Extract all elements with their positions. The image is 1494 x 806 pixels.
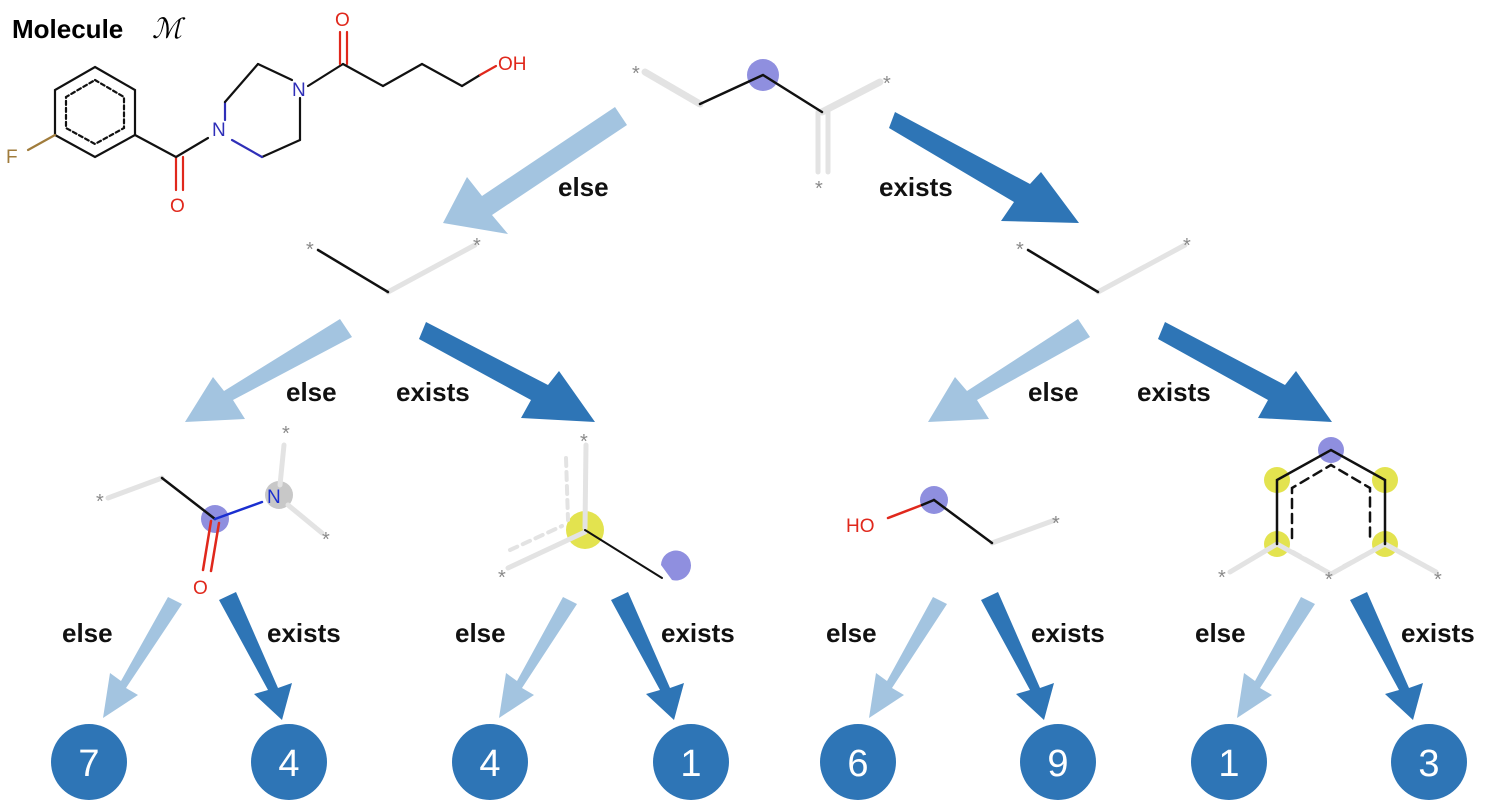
wildcard-star: * bbox=[815, 178, 823, 200]
else-arrow bbox=[499, 597, 577, 718]
else-arrow bbox=[185, 319, 352, 422]
leaf-node: 4 bbox=[452, 724, 528, 800]
leaf-node: 3 bbox=[1391, 724, 1467, 800]
edge-label-exists: exists bbox=[1031, 618, 1105, 648]
edge-label-else: else bbox=[1195, 618, 1246, 648]
exists-arrow bbox=[219, 592, 292, 720]
leaf-node: 7 bbox=[51, 724, 127, 800]
title-symbol: ℳ bbox=[152, 12, 186, 45]
atom-oxygen: O bbox=[193, 578, 208, 599]
fragment-branched bbox=[505, 442, 691, 581]
title-label: Molecule bbox=[12, 14, 123, 44]
leaf-value: 3 bbox=[1418, 743, 1439, 785]
fragment-amide bbox=[105, 442, 325, 573]
edge-label-exists: exists bbox=[396, 377, 470, 407]
wildcard-star: * bbox=[473, 235, 481, 257]
leaf-node: 1 bbox=[653, 724, 729, 800]
exists-arrow bbox=[889, 112, 1079, 223]
fragment-level2-right bbox=[1026, 242, 1188, 295]
leaf-value: 6 bbox=[847, 743, 868, 785]
else-arrow bbox=[443, 107, 627, 234]
leaf-node: 4 bbox=[251, 724, 327, 800]
wildcard-star: * bbox=[1325, 569, 1333, 591]
wildcard-star: * bbox=[1434, 569, 1442, 591]
wildcard-star: * bbox=[632, 63, 640, 85]
atom-hydroxyl: HO bbox=[846, 516, 875, 537]
edge-label-exists: exists bbox=[661, 618, 735, 648]
else-arrow bbox=[869, 597, 947, 718]
leaf-node: 1 bbox=[1191, 724, 1267, 800]
atom-nitrogen: N bbox=[267, 487, 281, 508]
exists-arrow bbox=[419, 322, 595, 422]
wildcard-star: * bbox=[498, 567, 506, 589]
else-arrow bbox=[103, 597, 182, 718]
atom-oxygen-carbonyl-left: O bbox=[170, 196, 185, 217]
leaf-value: 1 bbox=[1218, 743, 1239, 785]
exists-arrow bbox=[1350, 592, 1423, 720]
edge-label-else: else bbox=[286, 377, 337, 407]
leaf-node: 9 bbox=[1020, 724, 1096, 800]
wildcard-star: * bbox=[96, 491, 104, 513]
edge-label-exists: exists bbox=[267, 618, 341, 648]
else-arrow bbox=[1237, 597, 1315, 718]
else-arrow bbox=[928, 319, 1090, 422]
wildcard-star: * bbox=[1052, 513, 1060, 535]
root-fragment bbox=[641, 59, 884, 175]
atom-fluorine: F bbox=[6, 147, 18, 168]
edge-label-exists: exists bbox=[879, 172, 953, 202]
wildcard-star: * bbox=[1218, 567, 1226, 589]
wildcard-star: * bbox=[282, 423, 290, 445]
fragment-alcohol bbox=[886, 486, 1058, 546]
edge-label-else: else bbox=[455, 618, 506, 648]
exists-arrow bbox=[981, 592, 1054, 720]
atom-nitrogen-right: N bbox=[292, 80, 306, 101]
exists-arrow bbox=[1158, 322, 1332, 422]
leaf-value: 4 bbox=[278, 743, 299, 785]
leaf-node: 6 bbox=[820, 724, 896, 800]
leaf-value: 9 bbox=[1047, 743, 1068, 785]
leaf-value: 7 bbox=[78, 743, 99, 785]
exists-arrow bbox=[611, 592, 684, 720]
edge-label-else: else bbox=[826, 618, 877, 648]
edge-label-exists: exists bbox=[1137, 377, 1211, 407]
wildcard-star: * bbox=[580, 431, 588, 453]
leaf-value: 1 bbox=[680, 743, 701, 785]
wildcard-star: * bbox=[306, 239, 314, 261]
atom-hydroxyl: OH bbox=[498, 54, 527, 75]
atom-nitrogen-left: N bbox=[212, 120, 226, 141]
leaf-value: 4 bbox=[479, 743, 500, 785]
edge-label-else: else bbox=[558, 172, 609, 202]
wildcard-star: * bbox=[1016, 239, 1024, 261]
atom-oxygen-carbonyl-top: O bbox=[335, 10, 350, 31]
fragment-aromatic-ring bbox=[1227, 437, 1439, 577]
edge-label-else: else bbox=[62, 618, 113, 648]
edge-label-exists: exists bbox=[1401, 618, 1475, 648]
wildcard-star: * bbox=[322, 529, 330, 551]
wildcard-star: * bbox=[883, 73, 891, 95]
edge-label-else: else bbox=[1028, 377, 1079, 407]
molecule-structure bbox=[26, 30, 498, 192]
wildcard-star: * bbox=[1183, 235, 1191, 257]
fragment-level2-left bbox=[316, 242, 478, 295]
